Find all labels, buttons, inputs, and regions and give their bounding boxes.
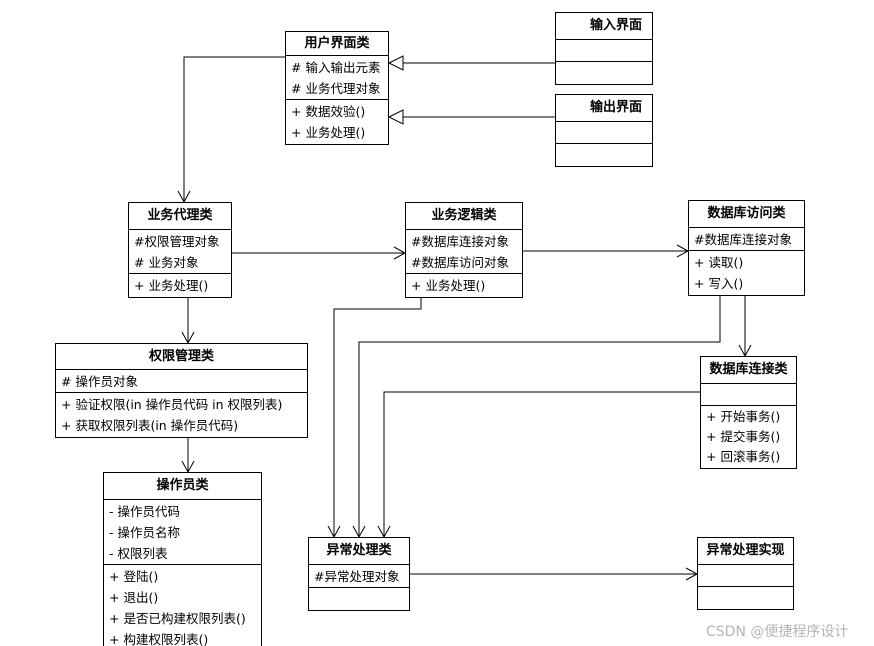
- class-input-ui: 输入界面: [555, 12, 653, 85]
- class-user-ui: 用户界面类 # 输入输出元素 # 业务代理对象 + 数据效验() + 业务处理(): [285, 31, 389, 145]
- attributes-section: #数据库连接对象: [689, 228, 804, 251]
- method-row: + 登陆(): [109, 569, 159, 584]
- attributes-section: #异常处理对象: [309, 565, 409, 588]
- attributes-section: #数据库连接对象 #数据库访问对象: [406, 230, 522, 274]
- class-name: 权限管理类: [56, 344, 307, 370]
- attributes-section: # 操作员对象: [56, 370, 307, 393]
- class-name: 数据库访问类: [689, 201, 804, 228]
- attribute-row: - 操作员名称: [109, 525, 180, 540]
- method-row: + 数据效验(): [291, 104, 366, 119]
- attributes-section: [556, 40, 652, 62]
- class-biz-logic: 业务逻辑类 #数据库连接对象 #数据库访问对象 + 业务处理(): [405, 202, 523, 298]
- class-output-ui: 输出界面: [555, 94, 653, 167]
- method-row: + 写入(): [694, 276, 744, 291]
- attributes-section: [701, 384, 796, 406]
- class-name: 业务代理类: [129, 203, 231, 230]
- attribute-row: # 业务代理对象: [291, 81, 381, 96]
- class-name: 业务逻辑类: [406, 203, 522, 230]
- class-operator: 操作员类 - 操作员代码 - 操作员名称 - 权限列表 + 登陆() + 退出() + 是否…: [103, 472, 262, 646]
- method-row: + 构建权限列表(): [109, 632, 209, 646]
- methods-section: [556, 62, 652, 84]
- attribute-row: #异常处理对象: [314, 569, 400, 584]
- methods-section: + 开始事务() + 提交事务() + 回滚事务(): [701, 406, 796, 468]
- method-row: + 是否已构建权限列表(): [109, 611, 246, 626]
- methods-section: [698, 587, 793, 609]
- attribute-row: # 业务对象: [134, 255, 199, 270]
- class-exception: 异常处理类 #异常处理对象: [308, 537, 410, 611]
- association-line: [333, 294, 422, 537]
- class-name: 数据库连接类: [701, 357, 796, 384]
- class-name: 输出界面: [556, 95, 652, 122]
- method-row: + 读取(): [694, 255, 744, 270]
- methods-section: + 业务处理(): [129, 274, 231, 297]
- generalization-arrowhead: [387, 109, 404, 125]
- attributes-section: - 操作员代码 - 操作员名称 - 权限列表: [104, 500, 261, 565]
- class-db-conn: 数据库连接类 + 开始事务() + 提交事务() + 回滚事务(): [700, 356, 797, 469]
- attribute-row: #数据库访问对象: [411, 255, 509, 270]
- class-name: 异常处理实现: [698, 538, 793, 565]
- class-name: 输入界面: [556, 13, 652, 40]
- attribute-row: #数据库连接对象: [411, 234, 509, 249]
- method-row: + 业务处理(): [411, 278, 486, 293]
- association-line: [358, 291, 721, 537]
- method-row: + 提交事务(): [706, 429, 781, 444]
- method-row: + 开始事务(): [706, 409, 781, 424]
- methods-section: [556, 144, 652, 166]
- attribute-row: # 输入输出元素: [291, 60, 381, 75]
- method-row: + 获取权限列表(in 操作员代码): [61, 418, 239, 433]
- attribute-row: #权限管理对象: [134, 234, 220, 249]
- methods-section: + 登陆() + 退出() + 是否已构建权限列表() + 构建权限列表(): [104, 565, 261, 646]
- method-row: + 回滚事务(): [706, 449, 781, 464]
- methods-section: + 业务处理(): [406, 274, 522, 297]
- attribute-row: # 操作员对象: [61, 374, 138, 389]
- class-db-access: 数据库访问类 #数据库连接对象 + 读取() + 写入(): [688, 200, 805, 296]
- methods-section: + 数据效验() + 业务处理(): [286, 100, 388, 144]
- class-name: 用户界面类: [286, 32, 388, 56]
- class-name: 操作员类: [104, 473, 261, 500]
- generalization-arrowhead: [387, 55, 404, 71]
- class-exception-impl: 异常处理实现: [697, 537, 794, 610]
- methods-section: [309, 588, 409, 610]
- method-row: + 业务处理(): [134, 278, 209, 293]
- attribute-row: #数据库连接对象: [694, 232, 792, 247]
- association-line: [383, 391, 700, 537]
- attribute-row: - 权限列表: [109, 546, 168, 561]
- class-biz-proxy: 业务代理类 #权限管理对象 # 业务对象 + 业务处理(): [128, 202, 232, 298]
- method-row: + 业务处理(): [291, 125, 366, 140]
- watermark: CSDN @便捷程序设计: [706, 624, 849, 640]
- attributes-section: [556, 122, 652, 144]
- attributes-section: [698, 565, 793, 587]
- class-perm-mgr: 权限管理类 # 操作员对象 + 验证权限(in 操作员代码 in 权限列表) + 获取…: [55, 343, 308, 438]
- attribute-row: - 操作员代码: [109, 504, 180, 519]
- attributes-section: #权限管理对象 # 业务对象: [129, 230, 231, 274]
- method-row: + 验证权限(in 操作员代码 in 权限列表): [61, 397, 283, 412]
- methods-section: + 读取() + 写入(): [689, 251, 804, 295]
- methods-section: + 验证权限(in 操作员代码 in 权限列表) + 获取权限列表(in 操作员代…: [56, 393, 307, 437]
- class-name: 异常处理类: [309, 538, 409, 565]
- method-row: + 退出(): [109, 590, 159, 605]
- association-line: [183, 56, 285, 202]
- attributes-section: # 输入输出元素 # 业务代理对象: [286, 56, 388, 100]
